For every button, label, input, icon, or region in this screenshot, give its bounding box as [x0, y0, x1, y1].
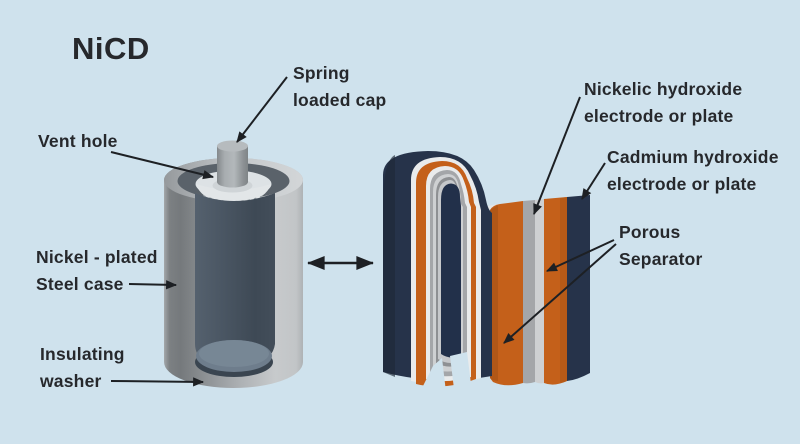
- label-porous-separator: Porous Separator: [619, 219, 703, 273]
- label-cadmium-hydroxide-electrode: Cadmium hydroxide electrode or plate: [607, 144, 779, 198]
- roll-surface-lightgray: [535, 199, 544, 384]
- arrow-cadmium-electrode: [581, 162, 606, 200]
- label-nickelic-line2: electrode or plate: [584, 106, 734, 126]
- roll-fold-navy-edge-shade: [383, 155, 395, 377]
- roll-core-navy: [441, 183, 461, 358]
- label-insulating-line1: Insulating: [40, 344, 125, 364]
- label-nickel-line2: Steel case: [36, 274, 124, 294]
- label-vent-hole-line1: Vent hole: [38, 131, 118, 151]
- label-cadmium-line2: electrode or plate: [607, 174, 757, 194]
- roll-bottom-notch-center: [450, 352, 471, 389]
- spring-cap-top: [217, 140, 248, 152]
- label-porous-line1: Porous: [619, 222, 681, 242]
- arrow-spring-loaded-cap: [236, 76, 288, 143]
- diagram-title: NiCD: [72, 31, 150, 66]
- label-cadmium-line1: Cadmium hydroxide: [607, 147, 779, 167]
- roll-surface-orange-1: [490, 201, 523, 386]
- electrode-roll-cutaway: [383, 151, 590, 392]
- label-insulating-washer: Insulating washer: [40, 341, 125, 395]
- label-spring-line1: Spring: [293, 63, 350, 83]
- battery-cell-cutaway: [164, 140, 303, 388]
- arrow-insulating-washer: [110, 377, 205, 387]
- arrow-porous-separator-2: [503, 243, 617, 344]
- cutaway-interior: [195, 193, 275, 371]
- label-nickel-line1: Nickel - plated: [36, 247, 158, 267]
- roll-surface-navy-outer: [567, 195, 590, 381]
- roll-surface-gray: [523, 200, 535, 384]
- label-nickelic-hydroxide-electrode: Nickelic hydroxide electrode or plate: [584, 76, 742, 130]
- label-spring-line2: loaded cap: [293, 90, 387, 110]
- label-vent-hole: Vent hole: [38, 128, 118, 155]
- label-nickelic-line1: Nickelic hydroxide: [584, 79, 743, 99]
- arrow-vent-hole: [110, 151, 215, 180]
- roll-bottom-notch-left: [421, 358, 446, 392]
- label-insulating-line2: washer: [40, 371, 102, 391]
- label-nickel-plated-steel-case: Nickel - plated Steel case: [36, 244, 158, 298]
- spring-cap-body: [217, 146, 248, 188]
- insulating-washer-highlight: [199, 340, 269, 367]
- annotation-arrows: [110, 76, 617, 387]
- arrow-porous-separator-1: [546, 239, 615, 272]
- arrow-nickel-case: [128, 280, 178, 290]
- label-porous-line2: Separator: [619, 249, 703, 269]
- label-spring-loaded-cap: Spring loaded cap: [293, 60, 386, 114]
- arrow-nickelic-electrode: [533, 96, 581, 216]
